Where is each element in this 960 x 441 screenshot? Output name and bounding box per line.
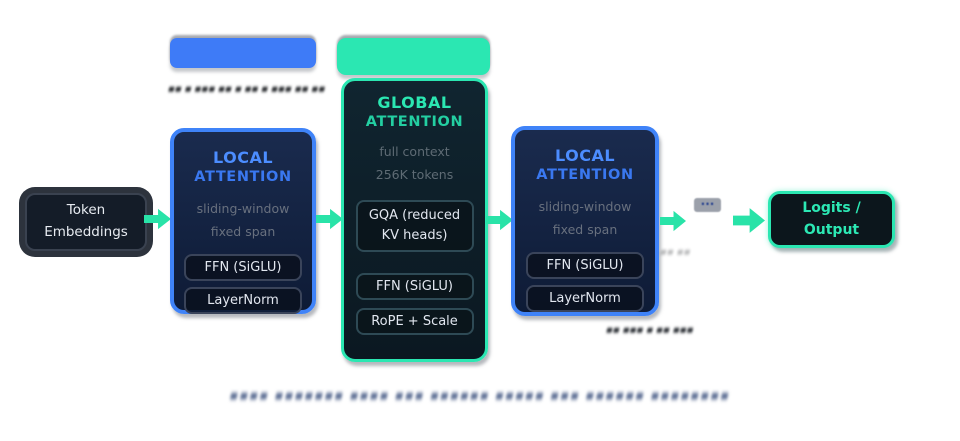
local2-subtitle: ATTENTION (536, 167, 634, 183)
arrow-icon (316, 208, 343, 230)
local1-title: LOCAL (212, 148, 274, 167)
local-attention-block-2: LOCAL ATTENTION sliding-window fixed spa… (511, 126, 659, 316)
local1-chip-ffn: FFN (SiGLU) (184, 254, 302, 281)
diagram-caption: ▰▰▰▰ ▰▰▰▰▰▰▰ ▰▰▰▰ ▰▰▰ ▰▰▰▰▰▰ ▰▰▰▰▰ ▰▰▰ ▰… (229, 385, 731, 406)
token-embeddings-label-line2: Embeddings (44, 224, 128, 240)
logits-output-node: Logits / Output (768, 191, 895, 248)
global-subtitle: ATTENTION (365, 114, 464, 130)
local2-title: LOCAL (554, 146, 616, 165)
global-description: full context 256K tokens (376, 141, 454, 186)
repeat-ellipsis-badge: ... (694, 195, 721, 212)
local2-chips: FFN (SiGLU) LayerNorm (526, 252, 644, 312)
local1-chips: FFN (SiGLU) LayerNorm (184, 254, 302, 314)
arrow-icon (486, 209, 513, 231)
arrow-icon (660, 210, 686, 232)
arrow-icon (144, 208, 171, 230)
global-chip-rope: RoPE + Scale (355, 308, 474, 336)
garbled-text-right: ▰▰ ▰▰▰ ▰ ▰▰ ▰▰▰ (606, 324, 694, 338)
token-embeddings-node: Token Embeddings (25, 193, 147, 251)
local2-desc-line2: fixed span (552, 221, 618, 237)
token-embeddings-label-line1: Token (66, 202, 106, 219)
local1-desc-line1: sliding-window (196, 201, 290, 216)
local1-desc-line2: fixed span (210, 223, 276, 239)
global-chip-gqa: GQA (reduced KV heads) (355, 200, 474, 253)
local2-chip-layernorm: LayerNorm (526, 285, 644, 312)
local-attention-block-1: LOCAL ATTENTION sliding-window fixed spa… (170, 128, 316, 314)
garbled-text-top: ▰▰ ▰ ▰▰▰ ▰▰ ▰ ▰▰ ▰ ▰▰▰ ▰▰ ▰▰ (168, 83, 326, 97)
global-desc-line2: 256K tokens (375, 166, 454, 182)
local1-description: sliding-window fixed span (197, 198, 290, 243)
global-desc-line1: full context (379, 144, 450, 159)
output-label-line1: Logits / (802, 199, 861, 216)
local2-description: sliding-window fixed span (539, 196, 632, 241)
arrow-icon (733, 208, 765, 233)
local1-subtitle: ATTENTION (194, 169, 292, 185)
global-header-bar (337, 38, 490, 75)
garbled-text-mid: ▰▰ ▰▰ (660, 246, 691, 260)
local2-chip-ffn: FFN (SiGLU) (526, 252, 644, 279)
local2-desc-line1: sliding-window (538, 199, 632, 214)
local-header-bar (170, 38, 316, 68)
local1-chip-layernorm: LayerNorm (184, 287, 302, 314)
global-attention-block: GLOBAL ATTENTION full context 256K token… (341, 78, 488, 362)
global-title: GLOBAL (377, 93, 452, 112)
output-label-line2: Output (803, 221, 860, 238)
global-chip-ffn: FFN (SiGLU) (355, 273, 474, 301)
